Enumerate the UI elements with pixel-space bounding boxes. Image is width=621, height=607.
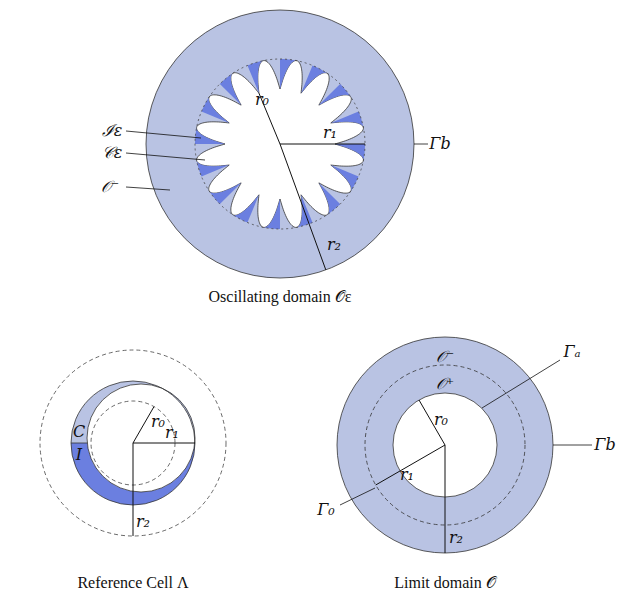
radius-line: [280, 144, 365, 145]
interface-tooth: [335, 144, 365, 161]
region-label: 𝒪⁻: [436, 348, 454, 366]
radius-label: r₂: [136, 513, 150, 531]
region-label: 𝒪⁺: [436, 375, 454, 393]
interface-tooth: [280, 59, 297, 89]
leader-line: [126, 187, 170, 190]
interface-tooth: [201, 97, 229, 123]
leader-line: [414, 144, 428, 145]
limit-domain: [337, 337, 592, 553]
cell-label: 𝒞ε: [102, 144, 123, 162]
leader-line: [126, 153, 205, 160]
cell-part-label: I: [76, 446, 82, 464]
radius-label: r₀: [255, 91, 269, 109]
radius-label: r₁: [165, 424, 179, 442]
interface-label: ℐε: [102, 122, 123, 140]
boundary-label: Γb: [594, 436, 615, 454]
boundary-label: Γ₀: [317, 501, 335, 519]
region-label: 𝒪⁻: [101, 178, 119, 196]
figure-caption: Reference Cell Λ: [77, 574, 188, 592]
interface-tooth: [319, 84, 351, 105]
figure-caption: Limit domain 𝒪: [394, 574, 496, 592]
reference-cell: [40, 350, 226, 536]
interface-tooth: [197, 161, 230, 177]
radius-label: r₂: [449, 529, 463, 547]
interface-tooth: [331, 165, 359, 191]
interface-tooth: [195, 127, 225, 144]
interface-tooth: [247, 61, 263, 94]
boundary-label: Γₐ: [563, 343, 580, 361]
radius-label: r₀: [434, 411, 448, 429]
figure-caption: Oscillating domain 𝒪ε: [209, 288, 352, 306]
boundary-label: Γb: [429, 135, 450, 153]
interface-tooth: [319, 183, 340, 215]
radius-label: r₁: [400, 466, 414, 484]
radius-label: r₁: [323, 124, 337, 142]
radius-line: [280, 144, 326, 270]
oscillating-domain: [126, 10, 428, 278]
domain-region: [146, 10, 414, 278]
radius-label: r₀: [151, 413, 165, 431]
interface-tooth: [233, 195, 259, 223]
interface-tooth: [209, 183, 241, 204]
radius-label: r₂: [327, 236, 341, 254]
interface-tooth: [301, 65, 327, 93]
cell-part-label: C: [73, 423, 85, 441]
leader-line: [126, 131, 201, 138]
interface-tooth: [220, 73, 241, 105]
interface-tooth: [263, 199, 280, 229]
